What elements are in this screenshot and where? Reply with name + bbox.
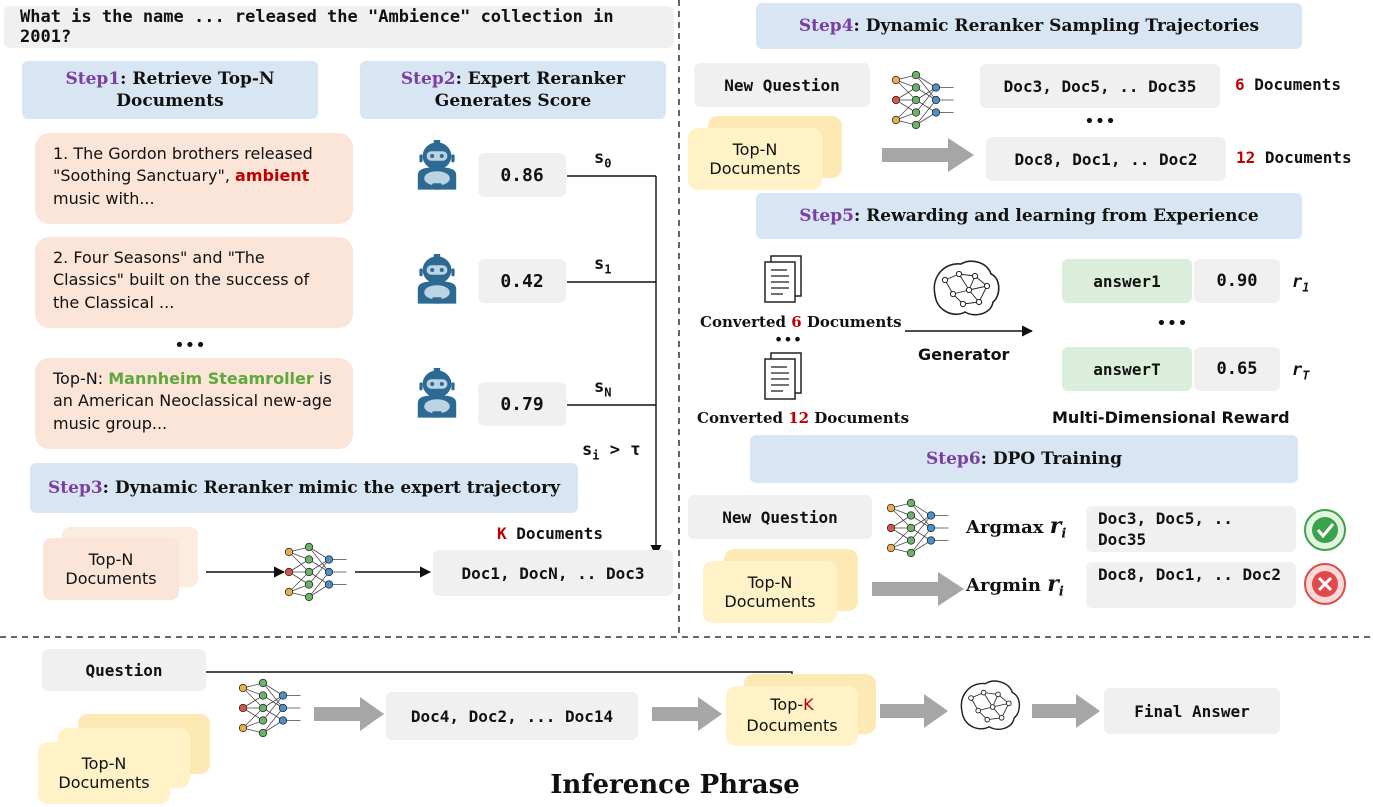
neural-network-icon	[284, 542, 347, 602]
step6-header: Step6: DPO Training	[750, 435, 1298, 483]
inference-topk: Top-K Documents	[726, 686, 858, 746]
step5-number: Step5	[799, 205, 854, 226]
step3-label: : Dynamic Reranker mimic the expert traj…	[102, 477, 560, 498]
threshold-label: si > τ	[582, 440, 641, 463]
step3-topn-input: Top-N Documents	[43, 538, 179, 600]
score-0: 0.86	[478, 153, 566, 197]
arrow-icon	[314, 138, 1100, 731]
step2-label: : Expert Reranker Generates Score	[434, 68, 626, 111]
step5-header: Step5: Rewarding and learning from Exper…	[756, 193, 1302, 239]
step4-new-question: New Question	[694, 63, 870, 107]
doc-box-2: 2. Four Seasons" and "The Classics" buil…	[35, 237, 353, 328]
final-answer: Final Answer	[1104, 688, 1280, 734]
neural-network-icon	[886, 498, 949, 558]
step3-header: Step3: Dynamic Reranker mimic the expert…	[30, 463, 578, 513]
cross-icon	[1304, 563, 1346, 605]
doc-2-text: 2. Four Seasons" and "The Classics" buil…	[53, 248, 310, 312]
chosen-docs: Doc3, Doc5, .. Doc35	[1086, 506, 1296, 552]
reward-caption: Multi-Dimensional Reward	[1052, 408, 1290, 427]
doc-n-highlight: Mannheim Steamroller	[108, 369, 314, 388]
trajectory-ellipsis: •••	[1084, 110, 1116, 132]
document-icon	[764, 255, 802, 303]
answer-1: answer1	[1062, 259, 1192, 303]
step2-header: Step2: Expert Reranker Generates Score	[360, 61, 666, 119]
brain-network-icon	[960, 680, 1021, 731]
score-symbol-0: s0	[594, 148, 612, 171]
step4-topn: Top-N Documents	[688, 128, 822, 190]
step3-output-docs: Doc1, DocN, .. Doc3	[433, 550, 673, 596]
robot-icon	[417, 254, 457, 304]
inference-docs: Doc4, Doc2, ... Doc14	[386, 692, 638, 740]
converted-ellipsis: •••	[773, 329, 803, 349]
trajectory-2: Doc8, Doc1, .. Doc2	[986, 137, 1226, 181]
converted-label-1: Converted 6 Documents	[700, 313, 902, 331]
step5-label: : Rewarding and learning from Experience	[853, 205, 1259, 226]
doc-n-prefix: Top-N:	[53, 369, 109, 388]
reward-t: 0.65	[1194, 347, 1280, 391]
answer-t: answerT	[1062, 347, 1192, 391]
step6-number: Step6	[925, 448, 981, 469]
score-symbol-n: sN	[594, 377, 612, 400]
step4-number: Step4	[798, 15, 854, 36]
doc-n-text: is an American Neoclassical new-age musi…	[53, 369, 332, 433]
check-icon	[1304, 509, 1346, 551]
doc-1-highlight: ambient	[235, 166, 310, 186]
score-symbol-1: s1	[594, 254, 612, 277]
brain-network-icon	[933, 260, 1000, 316]
docs-ellipsis: •••	[174, 334, 206, 356]
trajectory-1: Doc3, Doc5, .. Doc35	[980, 64, 1220, 108]
generator-label: Generator	[918, 345, 1010, 364]
argmin-label: Argmin ri	[966, 571, 1064, 600]
reward-1: 0.90	[1194, 259, 1280, 303]
trajectory-2-count: 12 Documents	[1236, 148, 1352, 167]
neural-network-icon	[891, 70, 954, 130]
reward-symbol-1: r1	[1292, 272, 1310, 295]
inference-title: Inference Phrase	[550, 770, 800, 800]
step6-label: : DPO Training	[980, 448, 1123, 469]
answer-ellipsis: •••	[1156, 312, 1188, 334]
question-bar: What is the name ... released the "Ambie…	[4, 6, 674, 48]
question-text: What is the name ... released the "Ambie…	[20, 7, 614, 47]
argmax-label: Argmax ri	[966, 513, 1067, 542]
converted-label-2: Converted 12 Documents	[697, 409, 910, 427]
reward-symbol-t: rT	[1292, 360, 1310, 383]
doc-1-text-end: music with...	[53, 188, 155, 208]
step2-number: Step2	[400, 68, 456, 89]
step6-new-question: New Question	[688, 495, 872, 539]
step3-number: Step3	[48, 477, 103, 498]
document-icon	[764, 352, 802, 400]
step1-number: Step1	[65, 68, 121, 89]
inference-topn: Top-N Documents	[38, 742, 170, 804]
doc-box-1: 1. The Gordon brothers released "Soothin…	[35, 133, 353, 224]
robot-icon	[417, 140, 457, 190]
robot-icon	[417, 368, 457, 418]
inference-question: Question	[42, 649, 206, 691]
neural-network-icon	[238, 678, 301, 738]
rejected-docs: Doc8, Doc1, .. Doc2	[1086, 562, 1296, 608]
step4-header: Step4: Dynamic Reranker Sampling Traject…	[756, 3, 1302, 49]
k-documents-label: K Documents	[497, 524, 603, 543]
doc-1-text: 1. The Gordon brothers released "Soothin…	[53, 144, 313, 186]
doc-box-n: Top-N: Mannheim Steamroller is an Americ…	[35, 358, 353, 449]
score-1: 0.42	[478, 259, 566, 303]
step6-topn: Top-N Documents	[703, 561, 837, 623]
score-n: 0.79	[478, 382, 566, 426]
trajectory-1-count: 6 Documents	[1235, 75, 1341, 94]
step1-header: Step1: Retrieve Top-N Documents	[22, 61, 318, 119]
step4-label: : Dynamic Reranker Sampling Trajectories	[853, 15, 1260, 36]
step1-label: : Retrieve Top-N Documents	[116, 68, 275, 111]
